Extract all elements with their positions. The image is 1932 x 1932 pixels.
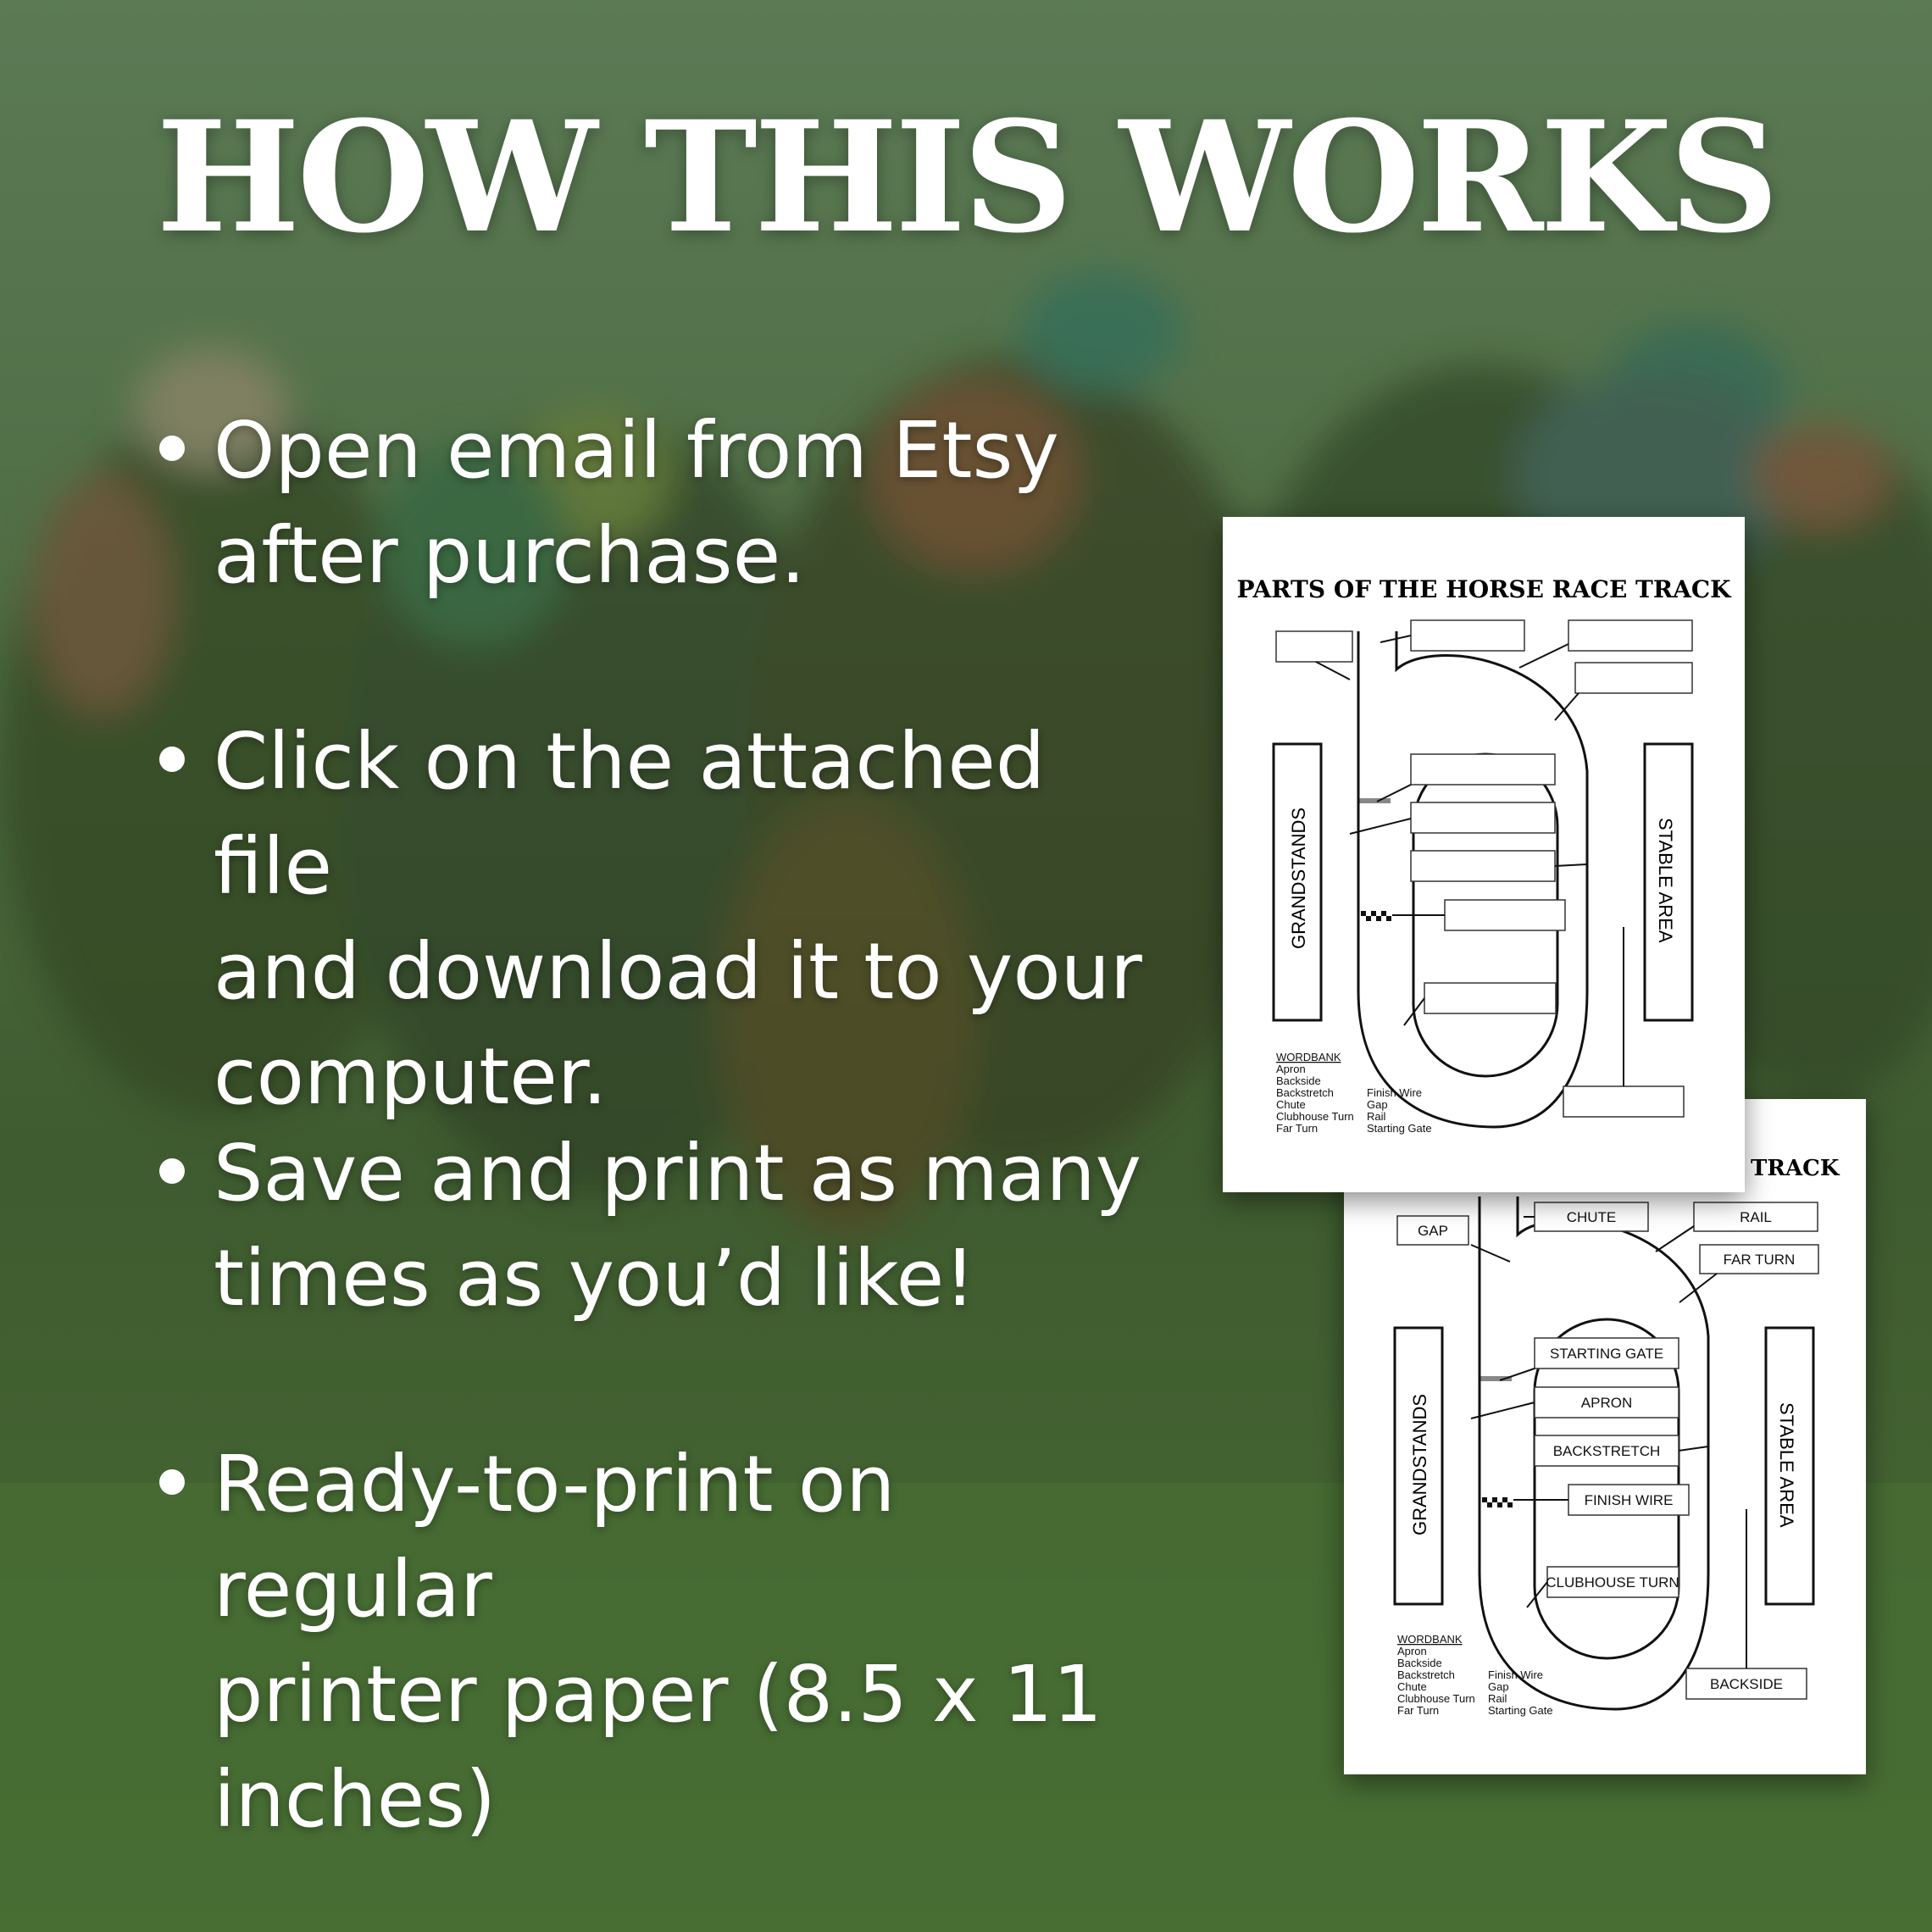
step-item: Click on the attached file and download … bbox=[151, 709, 1185, 1130]
wordbank-item: Gap bbox=[1488, 1680, 1509, 1693]
step-line: and download it to your bbox=[214, 926, 1142, 1017]
step-line: Ready-to-print on regular bbox=[214, 1439, 896, 1635]
blank-answer-box[interactable] bbox=[1410, 850, 1556, 882]
step-line: Save and print as many bbox=[214, 1128, 1142, 1219]
blank-answer-box[interactable] bbox=[1275, 630, 1353, 663]
step-line: computer. bbox=[214, 1031, 608, 1122]
step-line: Open email from Etsy bbox=[214, 405, 1059, 496]
blank-answer-box[interactable] bbox=[1424, 982, 1557, 1014]
step-item: Ready-to-print on regular printer paper … bbox=[151, 1432, 1185, 1852]
step-line: times as you’d like! bbox=[214, 1233, 976, 1324]
blank-answer-box[interactable] bbox=[1563, 1085, 1685, 1118]
wordbank-item: Backside bbox=[1276, 1074, 1321, 1087]
stable-area-label: STABLE AREA bbox=[1776, 1402, 1797, 1528]
answer-key-sheet: TRACK GRANDSTANDS STABLE AREA GAP bbox=[1344, 1099, 1866, 1774]
sheet-title-fragment: TRACK bbox=[1751, 1156, 1840, 1181]
step-line: after purchase. bbox=[214, 510, 806, 601]
wordbank-item: Starting Gate bbox=[1488, 1704, 1553, 1717]
worksheet-title: PARTS OF THE HORSE RACE TRACK bbox=[1237, 575, 1733, 603]
page-title: HOW THIS WORKS bbox=[156, 88, 1779, 267]
wordbank-title: WORDBANK bbox=[1397, 1633, 1463, 1646]
wordbank-item: Finish Wire bbox=[1488, 1668, 1543, 1681]
bullet-dot-icon bbox=[159, 747, 185, 772]
blank-worksheet-diagram: PARTS OF THE HORSE RACE TRACK GRANDSTAND… bbox=[1237, 575, 1733, 1135]
step-line: inches) bbox=[214, 1754, 497, 1845]
bullet-dot-icon bbox=[159, 1158, 185, 1184]
step-item: Open email from Etsy after purchase. bbox=[151, 398, 1059, 608]
blank-answer-box[interactable] bbox=[1568, 619, 1693, 652]
blank-answer-box[interactable] bbox=[1410, 802, 1556, 834]
wordbank-item: Backstretch bbox=[1276, 1086, 1334, 1099]
wordbank-item: Far Turn bbox=[1397, 1704, 1439, 1717]
step-line: Click on the attached file bbox=[214, 716, 1046, 912]
blank-answer-box[interactable] bbox=[1444, 899, 1566, 931]
blank-answer-box[interactable] bbox=[1410, 753, 1556, 786]
blank-worksheet-sheet: PARTS OF THE HORSE RACE TRACK GRANDSTAND… bbox=[1223, 517, 1745, 1192]
wordbank-item: Clubhouse Turn bbox=[1276, 1110, 1354, 1123]
stable-area-label: STABLE AREA bbox=[1655, 818, 1676, 943]
answer-backside: BACKSIDE bbox=[1710, 1676, 1783, 1692]
answer-gap: GAP bbox=[1418, 1223, 1448, 1239]
answer-starting-gate: STARTING GATE bbox=[1550, 1346, 1663, 1362]
answer-apron: APRON bbox=[1581, 1395, 1632, 1411]
bullet-dot-icon bbox=[159, 1469, 185, 1495]
blank-answer-box[interactable] bbox=[1574, 662, 1693, 694]
wordbank-item: Far Turn bbox=[1276, 1122, 1318, 1135]
grandstands-label: GRANDSTANDS bbox=[1288, 808, 1309, 949]
wordbank-item: Finish Wire bbox=[1367, 1086, 1422, 1099]
wordbank-item: Backside bbox=[1397, 1657, 1442, 1669]
answer-backstretch: BACKSTRETCH bbox=[1553, 1443, 1661, 1459]
answer-finish-wire: FINISH WIRE bbox=[1585, 1492, 1674, 1508]
wordbank-item: Chute bbox=[1397, 1680, 1427, 1693]
wordbank-item: Rail bbox=[1488, 1692, 1507, 1705]
wordbank-item: Apron bbox=[1397, 1645, 1427, 1657]
wordbank-item: Backstretch bbox=[1397, 1668, 1455, 1681]
wordbank-item: Clubhouse Turn bbox=[1397, 1692, 1475, 1705]
wordbank-item: Starting Gate bbox=[1367, 1122, 1432, 1135]
wordbank-item: Chute bbox=[1276, 1098, 1306, 1111]
wordbank-item: Rail bbox=[1367, 1110, 1386, 1123]
wordbank-item: Apron bbox=[1276, 1063, 1306, 1075]
wordbank-title: WORDBANK bbox=[1276, 1051, 1341, 1063]
step-item: Save and print as many times as you’d li… bbox=[151, 1121, 1141, 1331]
step-line: printer paper (8.5 x 11 bbox=[214, 1649, 1102, 1740]
answer-clubhouse-turn: CLUBHOUSE TURN bbox=[1546, 1574, 1679, 1591]
answer-rail: RAIL bbox=[1740, 1209, 1772, 1225]
answer-far-turn: FAR TURN bbox=[1724, 1252, 1796, 1268]
bullet-dot-icon bbox=[159, 436, 185, 461]
grandstands-label: GRANDSTANDS bbox=[1409, 1394, 1430, 1535]
blank-answer-box[interactable] bbox=[1410, 619, 1525, 652]
answer-key-diagram: TRACK GRANDSTANDS STABLE AREA GAP bbox=[1393, 1156, 1840, 1717]
answer-chute: CHUTE bbox=[1567, 1209, 1617, 1225]
wordbank-item: Gap bbox=[1367, 1098, 1388, 1111]
